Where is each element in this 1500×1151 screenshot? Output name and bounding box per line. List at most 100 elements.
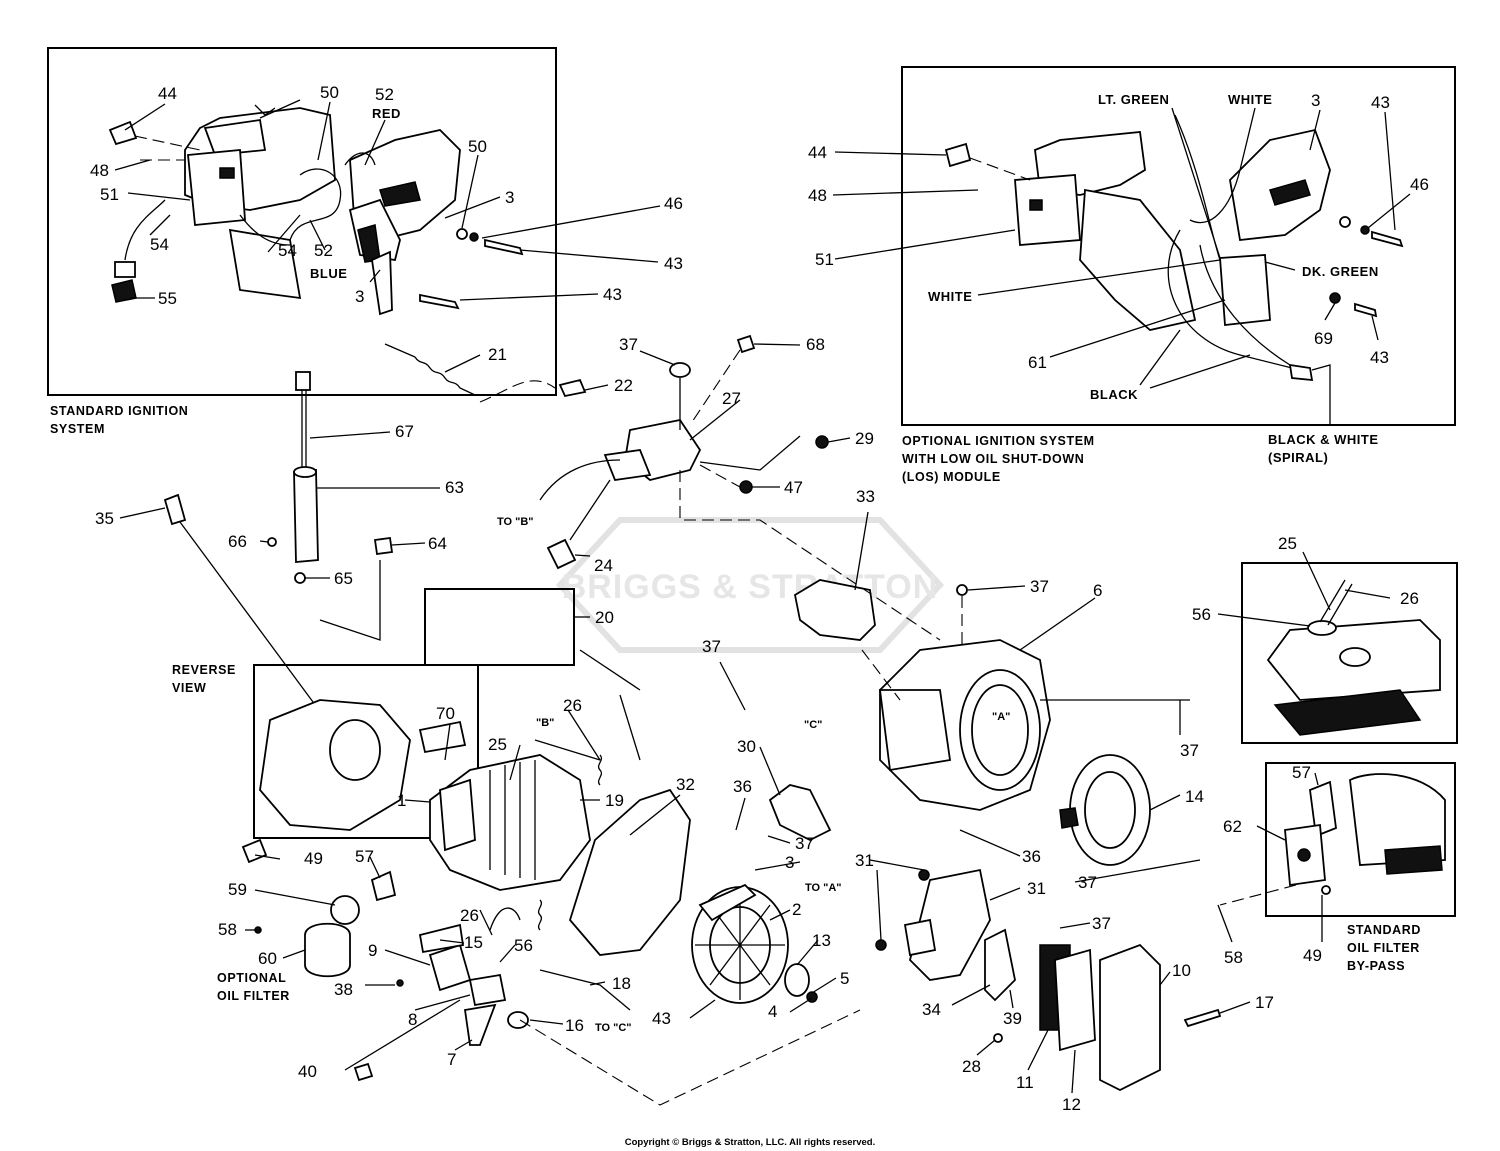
- wire-label-white: WHITE: [1228, 92, 1272, 107]
- caption-optional-oil-filter: OPTIONAL: [217, 971, 286, 985]
- callout-36: 36: [733, 777, 752, 796]
- detail-inset-dipstick: [1241, 562, 1458, 744]
- callout-17: 17: [1255, 993, 1274, 1012]
- callout-68: 68: [806, 335, 825, 354]
- reference-to-b: TO "B": [497, 516, 534, 528]
- callout-52: 52: [375, 85, 394, 104]
- reference-b: "B": [536, 717, 554, 729]
- callout-18: 18: [612, 974, 631, 993]
- callout-43: 43: [1371, 93, 1390, 112]
- callout-37: 37: [619, 335, 638, 354]
- caption-los: WITH LOW OIL SHUT-DOWN: [902, 452, 1084, 466]
- callout-64: 64: [428, 534, 447, 553]
- callout-26: 26: [563, 696, 582, 715]
- callout-31: 31: [855, 851, 874, 870]
- callout-37: 37: [795, 834, 814, 853]
- callout-36: 36: [1022, 847, 1041, 866]
- caption-los-module: (LOS) MODULE: [902, 470, 1001, 484]
- callout-69: 69: [1314, 329, 1333, 348]
- reference-to-c: TO "C": [595, 1022, 632, 1034]
- callout-50: 50: [468, 137, 487, 156]
- callout-25: 25: [1278, 534, 1297, 553]
- section-captions: STANDARD IGNITION SYSTEM OPTIONAL IGNITI…: [50, 404, 1421, 1003]
- wire-label-spiral: (SPIRAL): [1268, 450, 1328, 465]
- callout-51: 51: [100, 185, 119, 204]
- callout-63: 63: [445, 478, 464, 497]
- optional-ignition-inset: [901, 66, 1456, 426]
- callout-52: 52: [314, 241, 333, 260]
- callout-37: 37: [1180, 741, 1199, 760]
- callout-44: 44: [808, 143, 827, 162]
- callout-labels: 44 50 52 RED 48 51 50 3 46 54 54 52 BLUE…: [90, 83, 1429, 1114]
- callout-13: 13: [812, 931, 831, 950]
- callout-43: 43: [603, 285, 622, 304]
- callout-47: 47: [784, 478, 803, 497]
- callout-2: 2: [792, 900, 801, 919]
- callout-6: 6: [1093, 581, 1102, 600]
- callout-1: 1: [397, 791, 406, 810]
- callout-61: 61: [1028, 353, 1047, 372]
- callout-43: 43: [1370, 348, 1389, 367]
- callout-37: 37: [1078, 873, 1097, 892]
- wire-label-blue: BLUE: [310, 266, 347, 281]
- wire-label-black-white: BLACK & WHITE: [1268, 432, 1379, 447]
- callout-31: 31: [1027, 879, 1046, 898]
- caption-reverse: REVERSE: [172, 663, 236, 677]
- callout-39: 39: [1003, 1009, 1022, 1028]
- central-parts-drawing: [163, 334, 1222, 1106]
- standard-ignition-drawing: [108, 99, 524, 316]
- callout-4: 4: [768, 1002, 777, 1021]
- callout-48: 48: [808, 186, 827, 205]
- callout-33: 33: [856, 487, 875, 506]
- callout-7: 7: [447, 1050, 456, 1069]
- part-20-inset: [424, 588, 575, 666]
- oil-filter-bypass-drawing: [1219, 773, 1446, 906]
- callout-35: 35: [95, 509, 114, 528]
- callout-57: 57: [355, 847, 374, 866]
- wire-label-dk-green: DK. GREEN: [1302, 264, 1379, 279]
- callout-21: 21: [488, 345, 507, 364]
- wire-label-red: RED: [372, 106, 401, 121]
- callout-67: 67: [395, 422, 414, 441]
- callout-16: 16: [565, 1016, 584, 1035]
- callout-32: 32: [676, 775, 695, 794]
- caption-optional-ignition: OPTIONAL IGNITION SYSTEM: [902, 434, 1095, 448]
- callout-28: 28: [962, 1057, 981, 1076]
- callout-56: 56: [1192, 605, 1211, 624]
- callout-3: 3: [785, 853, 794, 872]
- caption-standard: STANDARD: [1347, 923, 1421, 937]
- caption-by-pass: BY-PASS: [1347, 959, 1405, 973]
- callout-55: 55: [158, 289, 177, 308]
- optional-ignition-drawing: [944, 114, 1404, 382]
- callout-49: 49: [1303, 946, 1322, 965]
- callout-9: 9: [368, 941, 377, 960]
- callout-15: 15: [464, 933, 483, 952]
- callout-46: 46: [664, 194, 683, 213]
- callout-10: 10: [1172, 961, 1191, 980]
- caption-standard-ignition: STANDARD IGNITION: [50, 404, 188, 418]
- callout-56: 56: [514, 936, 533, 955]
- callout-44: 44: [158, 84, 177, 103]
- callout-25: 25: [488, 735, 507, 754]
- dipstick-detail-drawing: [1266, 579, 1441, 736]
- callout-58: 58: [218, 920, 237, 939]
- caption-standard-oil-filter: OIL FILTER: [1347, 941, 1420, 955]
- callout-57: 57: [1292, 763, 1311, 782]
- callout-8: 8: [408, 1010, 417, 1029]
- callout-37: 37: [702, 637, 721, 656]
- callout-26: 26: [460, 906, 479, 925]
- copyright-notice: Copyright © Briggs & Stratton, LLC. All …: [625, 1137, 876, 1148]
- callout-50: 50: [320, 83, 339, 102]
- reference-a: "A": [992, 711, 1010, 723]
- callout-19: 19: [605, 791, 624, 810]
- oil-filter-bypass-inset: [1265, 762, 1456, 917]
- callout-37: 37: [1092, 914, 1111, 933]
- leader-lines: [114, 101, 1411, 1094]
- callout-43: 43: [652, 1009, 671, 1028]
- callout-54: 54: [150, 235, 169, 254]
- reference-markers: TO "B" "B" "C" "A" TO "A" TO "C": [497, 516, 1010, 1034]
- callout-58: 58: [1224, 948, 1243, 967]
- standard-ignition-inset: [47, 47, 557, 396]
- callout-49: 49: [304, 849, 323, 868]
